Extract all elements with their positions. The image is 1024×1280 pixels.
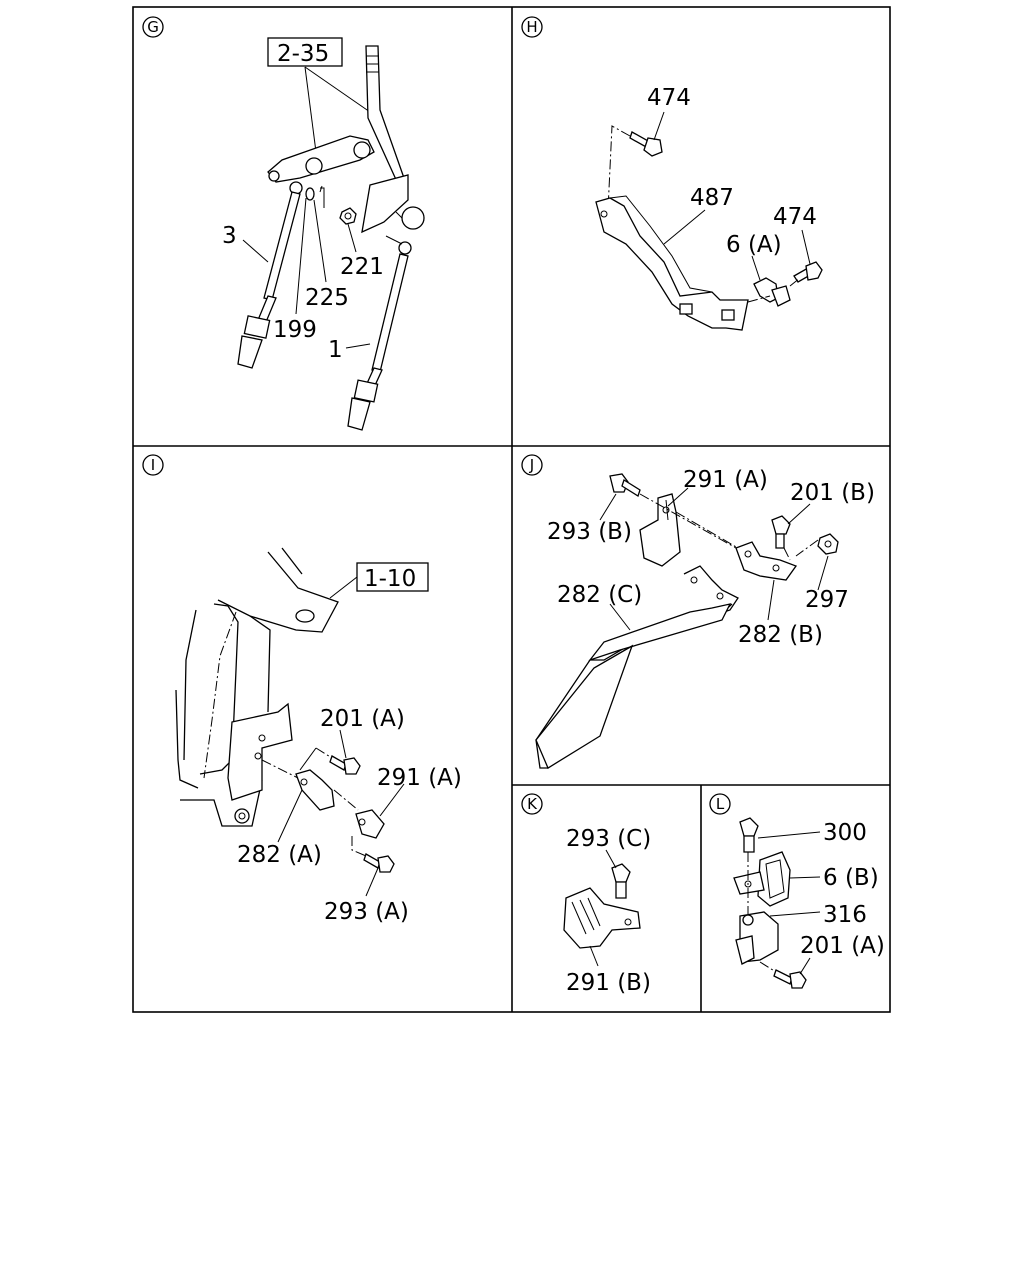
label-300: 300	[823, 820, 867, 846]
label-291a-j: 291 (A)	[683, 467, 768, 493]
label-282a: 282 (A)	[237, 842, 322, 868]
bracket-316	[735, 911, 779, 965]
bracket-282b	[735, 541, 798, 581]
bolt-201a	[329, 755, 361, 775]
svg-text:G: G	[147, 18, 159, 36]
label-297: 297	[805, 587, 849, 613]
svg-text:J: J	[529, 456, 534, 474]
bolt-201a-l	[773, 969, 807, 989]
clamp-291a	[355, 809, 385, 839]
bolt-474-right	[793, 261, 823, 283]
svg-text:L: L	[716, 795, 725, 813]
label-201b: 201 (B)	[790, 480, 875, 506]
panel-i-marker: I	[142, 454, 164, 476]
nut-221	[339, 207, 357, 225]
panel-l: L 300 6 (B) 316 201 (A)	[709, 793, 885, 989]
label-201a: 201 (A)	[320, 706, 405, 732]
label-221: 221	[340, 254, 384, 280]
label-1: 1	[328, 337, 343, 363]
clamp-6b	[733, 851, 791, 907]
label-293c: 293 (C)	[566, 826, 651, 852]
reference-box-2-35: 2-35	[267, 37, 343, 67]
panel-j: J	[521, 454, 875, 769]
label-291b: 291 (B)	[566, 970, 651, 996]
clip-282a	[295, 769, 335, 811]
label-474-top: 474	[647, 85, 691, 111]
frame-member	[175, 547, 339, 827]
panel-j-marker: J	[521, 454, 543, 476]
panel-h-marker: H	[521, 16, 543, 38]
label-291a: 291 (A)	[377, 765, 462, 791]
panel-g: G 2-35	[142, 16, 425, 431]
washer-225	[305, 187, 315, 201]
panel-k: K 293 (C) 291 (B)	[521, 793, 651, 996]
clamp-291b	[563, 887, 641, 949]
label-225: 225	[305, 285, 349, 311]
panel-l-marker: L	[709, 793, 731, 815]
panel-g-marker: G	[142, 16, 164, 38]
label-293b: 293 (B)	[547, 519, 632, 545]
cable-3	[237, 181, 303, 369]
bolt-201b	[771, 515, 791, 549]
bolt-300	[739, 817, 759, 853]
label-474-right: 474	[773, 204, 817, 230]
clamp-291a	[639, 493, 681, 567]
label-201a-l: 201 (A)	[800, 933, 885, 959]
label-316: 316	[823, 902, 867, 928]
label-293a: 293 (A)	[324, 899, 409, 925]
bolt-293b	[609, 473, 641, 497]
label-282b: 282 (B)	[738, 622, 823, 648]
bolt-474-top	[629, 131, 663, 157]
label-199: 199	[273, 317, 317, 343]
svg-text:I: I	[151, 456, 155, 474]
reference-box-1-10: 1-10	[356, 562, 429, 592]
svg-text:1-10: 1-10	[364, 566, 416, 592]
panel-i: I 1-10	[142, 454, 462, 925]
bracket-487	[595, 195, 749, 331]
bolt-293c	[611, 863, 631, 899]
cable-1	[347, 235, 412, 431]
svg-text:2-35: 2-35	[277, 41, 329, 67]
label-487: 487	[690, 185, 734, 211]
shift-lever	[361, 45, 425, 234]
bracket-282c	[535, 565, 739, 769]
diagram-frame	[132, 6, 891, 1013]
pin-199	[319, 185, 325, 208]
label-282c: 282 (C)	[557, 582, 642, 608]
panel-k-marker: K	[521, 793, 543, 815]
label-6a: 6 (A)	[726, 232, 782, 258]
bolt-293a	[363, 853, 395, 873]
nut-297	[817, 533, 839, 555]
label-6b: 6 (B)	[823, 865, 879, 891]
panel-h: H 474 487 474	[521, 16, 823, 331]
label-3: 3	[222, 223, 237, 249]
lever-arm	[267, 135, 375, 183]
svg-text:H: H	[526, 18, 537, 36]
clip-6a	[753, 277, 791, 307]
svg-text:K: K	[527, 795, 538, 813]
